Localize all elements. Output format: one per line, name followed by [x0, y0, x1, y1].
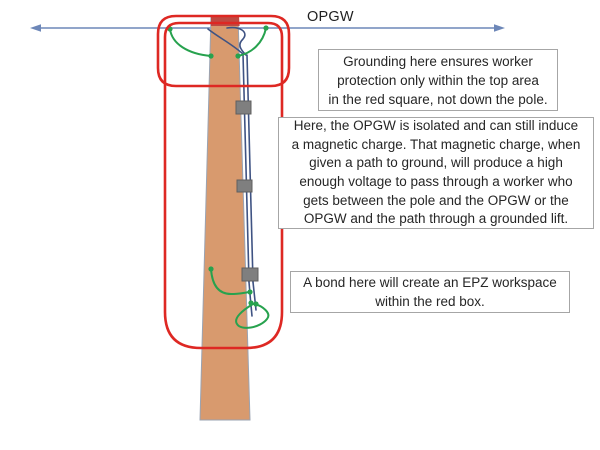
wire-tail — [252, 281, 257, 311]
callout-text-line: enough voltage to pass through a worker … — [299, 174, 573, 189]
callout-text-line: given a path to ground, will produce a h… — [309, 155, 563, 171]
callout-text-line: OPGW and the path through a grounded lif… — [303, 211, 569, 227]
connection-dot — [208, 266, 214, 272]
callout-text-line: A bond here will create an EPZ workspace — [303, 275, 557, 290]
callout-text-line: protection only within the top area — [337, 72, 539, 88]
wire-clamp-top — [235, 100, 252, 115]
connection-dot — [248, 300, 254, 306]
ground-loop — [235, 303, 270, 329]
arrow-right-icon — [494, 24, 505, 32]
connection-dot — [235, 53, 241, 59]
pole-top-cap — [211, 16, 240, 26]
callout-text-line: Grounding here ensures worker — [343, 53, 533, 69]
wire-tail — [248, 281, 253, 317]
connection-dot — [263, 25, 269, 31]
opgw-label: OPGW — [307, 9, 354, 25]
callout-text-line: a magnetic charge. That magnetic charge,… — [291, 136, 581, 152]
callout-text-line: within the red box. — [375, 294, 485, 309]
callout-text-line: gets between the pole and the OPGW or th… — [303, 192, 569, 208]
ground-jumper-left — [169, 28, 212, 57]
callout-grounding-note: Grounding here ensures worker protection… — [318, 49, 558, 111]
opgw-downlead-wire — [207, 26, 257, 317]
wire-clamp-middle — [236, 179, 253, 193]
connection-dot — [253, 301, 259, 307]
wire-clamp-bottom — [241, 267, 259, 282]
ground-jumper-right — [237, 27, 267, 57]
top-ground-jumpers — [167, 25, 269, 59]
utility-pole — [199, 15, 251, 421]
drip-loop-wire — [226, 26, 247, 56]
connection-dot — [208, 53, 214, 59]
callout-bond-note: A bond here will create an EPZ workspace… — [290, 271, 570, 313]
bottom-bond-jumper — [208, 266, 270, 329]
red-epz-zone-box — [163, 21, 284, 350]
connection-dot — [247, 289, 253, 295]
callout-isolated-opgw-note: Here, the OPGW is isolated and can still… — [278, 117, 594, 229]
callout-text-line: Here, the OPGW is isolated and can still… — [293, 118, 579, 134]
callout-text-line: in the red square, not down the pole. — [328, 91, 548, 107]
arrow-left-icon — [30, 24, 41, 32]
red-top-grounding-box — [156, 14, 291, 88]
